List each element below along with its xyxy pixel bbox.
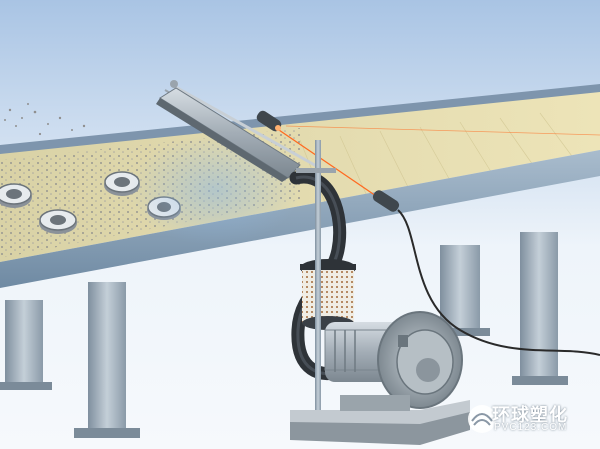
laser-receiver: [372, 190, 400, 212]
watermark-name: 环球塑化: [492, 405, 568, 425]
back-rail: [0, 84, 600, 154]
bearing: [39, 209, 77, 234]
front-legs: [0, 282, 140, 438]
watermark: 环球塑化 PVC123.COM: [450, 399, 590, 439]
airborne-dust: [4, 103, 86, 141]
blower-machine: [290, 311, 470, 445]
air-knife: [156, 80, 321, 182]
laser-beam-2: [285, 125, 600, 136]
laser-beam: [275, 127, 383, 201]
front-rail: [0, 150, 600, 288]
laser-emitter: [256, 110, 282, 132]
bearing: [0, 183, 32, 208]
watermark-logo: [468, 405, 496, 433]
sensor-cable: [397, 209, 600, 356]
watermark-url: PVC123.COM: [494, 422, 568, 433]
support-stand: [296, 140, 336, 420]
fan-icon: [416, 358, 440, 382]
back-legs: [432, 232, 568, 385]
air-filter: [300, 259, 356, 330]
